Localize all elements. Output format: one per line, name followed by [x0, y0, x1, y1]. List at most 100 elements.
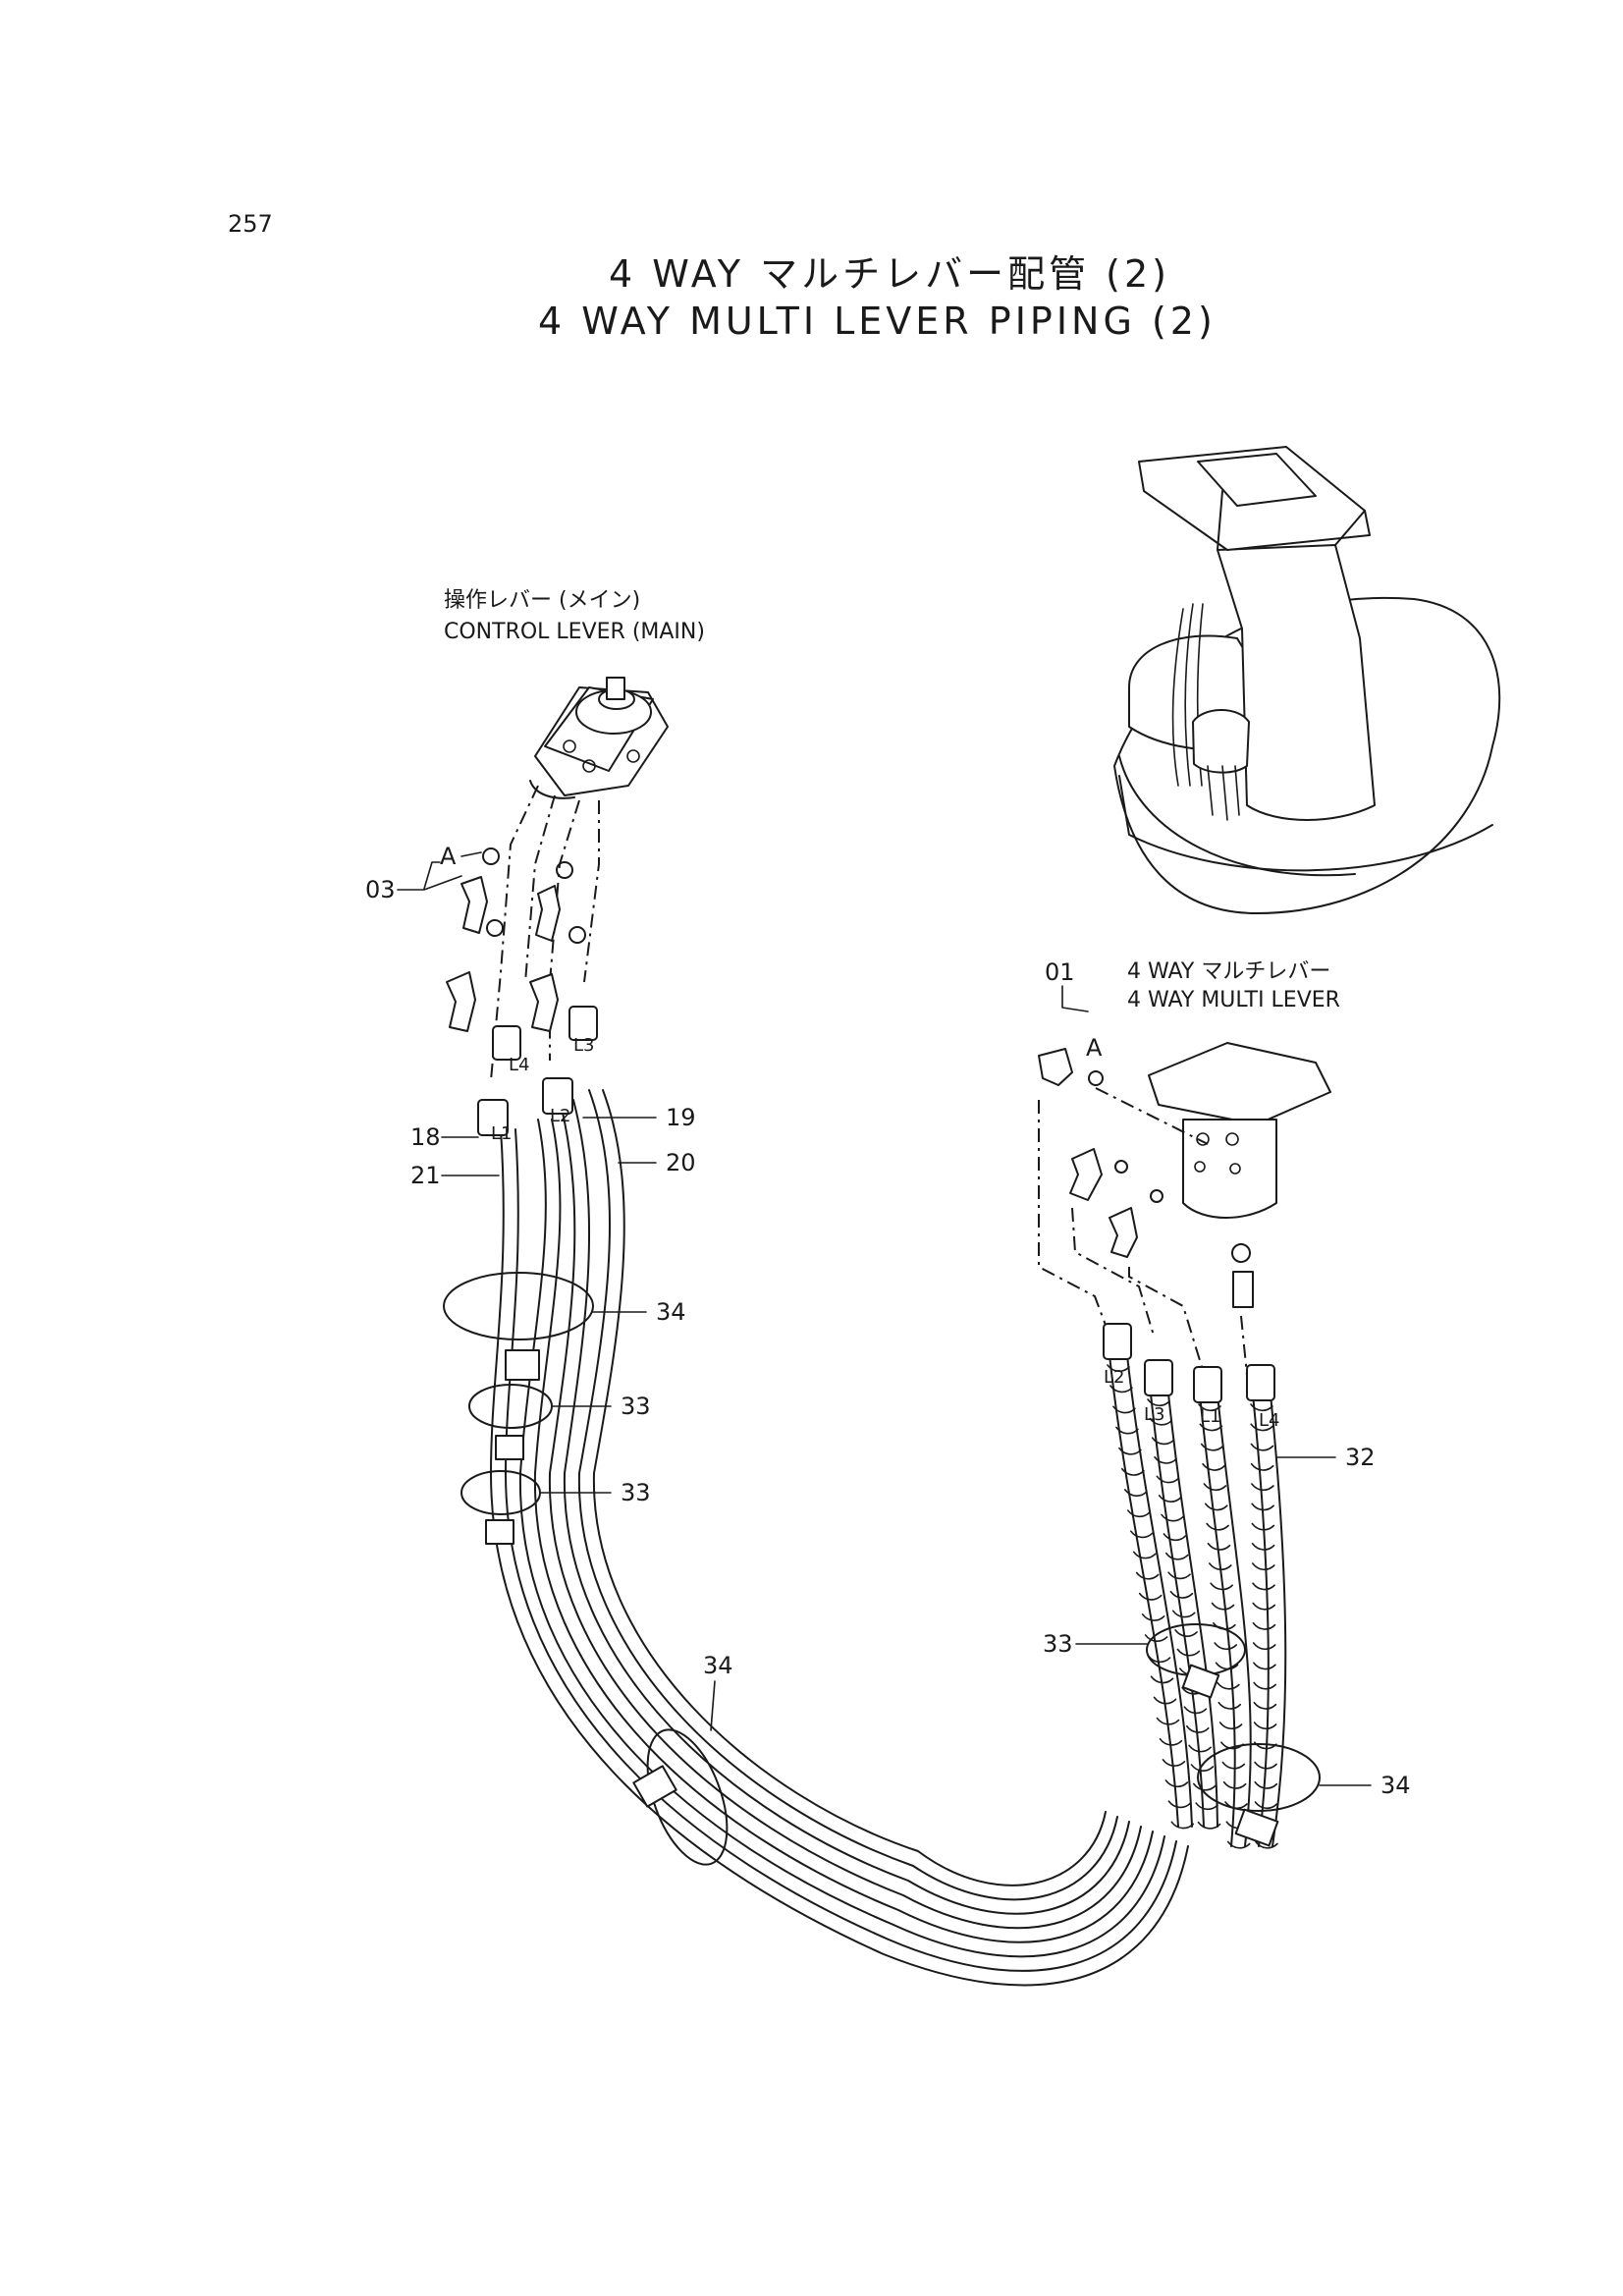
spiral-wrap-mark — [1164, 1552, 1189, 1560]
spiral-wrap-mark — [1202, 1462, 1225, 1471]
spiral-wrap-mark — [1124, 1489, 1148, 1497]
spiral-wrap-mark — [1115, 1426, 1139, 1435]
callout-32: 32 — [1345, 1444, 1376, 1471]
spiral-wrap-mark — [1250, 1462, 1274, 1471]
control-lever-valve — [529, 677, 669, 799]
callout-19: 19 — [666, 1104, 696, 1131]
port-tag-l3-left: L3 — [573, 1035, 594, 1056]
spiral-wrap-mark — [1206, 1522, 1229, 1531]
hose-end-fittings-right — [1103, 1323, 1275, 1403]
spiral-wrap-mark — [1158, 1495, 1182, 1503]
spiral-wrap-mark — [1253, 1662, 1276, 1670]
port-tag-l4-left: L4 — [509, 1055, 529, 1075]
callout-01: 01 — [1045, 958, 1075, 986]
spiral-wrap-mark — [1170, 1821, 1195, 1830]
spiral-wrap-mark — [1183, 1706, 1208, 1715]
spiral-wrap-mark — [1118, 1447, 1142, 1455]
title-english: 4 WAY MULTI LEVER PIPING (2) — [538, 300, 1217, 343]
hose-end-fittings-left — [477, 1006, 598, 1136]
spiral-wrap-mark — [1138, 1592, 1163, 1601]
spiral-wrap-mark — [1210, 1582, 1233, 1591]
multi-lever-label-jp: 4 WAY マルチレバー — [1127, 959, 1330, 984]
spiral-wrap-mark — [1107, 1364, 1130, 1373]
spiral-wrap-mark — [1193, 1782, 1217, 1791]
title-japanese: 4 WAY マルチレバー配管 (2) — [609, 252, 1170, 296]
spiral-wrap-mark — [1164, 1779, 1189, 1788]
spiral-wrap-mark — [1251, 1542, 1275, 1551]
port-tag-l3-right: L3 — [1144, 1404, 1164, 1425]
spiral-wrap-mark — [1254, 1780, 1278, 1789]
spiral-wrap-mark — [1149, 1417, 1173, 1426]
right-fittings — [1038, 1048, 1254, 1308]
spiral-wrap-mark — [1198, 1403, 1221, 1412]
spiral-wrap-mark — [1171, 1610, 1196, 1618]
left-hose-bundle — [490, 1089, 1189, 1987]
spiral-wrap-mark — [1190, 1764, 1215, 1772]
page-number: 257 — [228, 210, 273, 238]
spiral-wrap-mark — [1197, 1821, 1221, 1830]
spiral-wrap-mark — [1141, 1613, 1165, 1621]
spiral-wrap-mark — [1121, 1467, 1145, 1476]
spiral-wrap-mark — [1252, 1562, 1275, 1571]
spiral-wrap-mark — [1126, 1509, 1151, 1518]
spiral-wrap-mark — [1252, 1602, 1276, 1611]
spiral-wrap-mark — [1253, 1701, 1277, 1710]
port-tag-l1-right: L1 — [1200, 1406, 1220, 1427]
callout-33-left-upper: 33 — [621, 1393, 651, 1420]
port-tag-l2-right: L2 — [1104, 1367, 1124, 1388]
spiral-wrap-mark — [1253, 1681, 1276, 1690]
spiral-wrap-mark — [1222, 1780, 1247, 1789]
spiral-wrap-mark — [1251, 1503, 1274, 1511]
spiral-wrap-mark — [1255, 1840, 1278, 1849]
spiral-wrap-mark — [1129, 1530, 1154, 1539]
spiral-wrap-mark — [1167, 1800, 1192, 1809]
detail-marker-a-right: A — [1086, 1034, 1103, 1062]
callout-20: 20 — [666, 1149, 696, 1176]
spiral-wrap-mark — [1185, 1724, 1210, 1733]
spiral-wrap-mark — [1252, 1642, 1276, 1651]
callout-03: 03 — [365, 876, 396, 903]
spiral-wrap-mark — [1203, 1483, 1227, 1492]
spiral-wrap-mark — [1252, 1582, 1275, 1591]
callout-34-left-upper: 34 — [656, 1298, 686, 1326]
spiral-wrap-mark — [1254, 1761, 1277, 1770]
spiral-wrap-mark — [1251, 1522, 1275, 1531]
spiral-wrap-mark — [1217, 1681, 1240, 1690]
spiral-wrap-mark — [1204, 1503, 1228, 1511]
spiral-wrap-mark — [1147, 1398, 1170, 1407]
spiral-wrap-mark — [1153, 1696, 1177, 1705]
spiral-wrap-mark — [1250, 1443, 1274, 1451]
spiral-wrap-mark — [1156, 1475, 1180, 1484]
spiral-wrap-mark — [1132, 1551, 1157, 1559]
callout-18: 18 — [410, 1123, 441, 1151]
spiral-wrap-mark — [1151, 1437, 1175, 1446]
detail-marker-a: A — [440, 843, 457, 870]
cable-ties-left — [443, 1272, 729, 1866]
spiral-wrap-mark — [1209, 1562, 1232, 1571]
spiral-wrap-mark — [1154, 1455, 1177, 1464]
spiral-wrap-mark — [1176, 1648, 1201, 1657]
elbow-fittings — [446, 876, 561, 1032]
spiral-wrap-mark — [1251, 1483, 1274, 1492]
spiral-wrap-mark — [1252, 1621, 1276, 1630]
spiral-wrap-mark — [1169, 1590, 1194, 1599]
cable-ties-right — [1146, 1623, 1321, 1847]
port-tag-l4-right: L4 — [1259, 1410, 1279, 1431]
control-lever-label-jp: 操作レバー (メイン) — [444, 588, 640, 613]
spiral-wrap-mark — [1254, 1801, 1278, 1810]
spiral-wrap-mark — [1156, 1717, 1180, 1725]
spiral-wrap-mark — [1162, 1759, 1186, 1767]
spiral-wrap-mark — [1221, 1761, 1246, 1770]
callout-34-right: 34 — [1380, 1772, 1411, 1799]
spiral-wrap-mark — [1163, 1533, 1187, 1542]
spiral-wrap-mark — [1144, 1634, 1168, 1642]
spiral-wrap-mark — [1214, 1642, 1237, 1651]
port-tag-l2-left: L2 — [550, 1106, 570, 1126]
spiral-wrap-mark — [1112, 1405, 1136, 1414]
spiral-wrap-mark — [1135, 1571, 1160, 1580]
spiral-wrap-mark — [1207, 1542, 1231, 1551]
port-tag-l1-left: L1 — [491, 1123, 512, 1144]
spiral-guard-wraps — [1107, 1364, 1278, 1849]
spiral-wrap-mark — [1226, 1840, 1251, 1849]
